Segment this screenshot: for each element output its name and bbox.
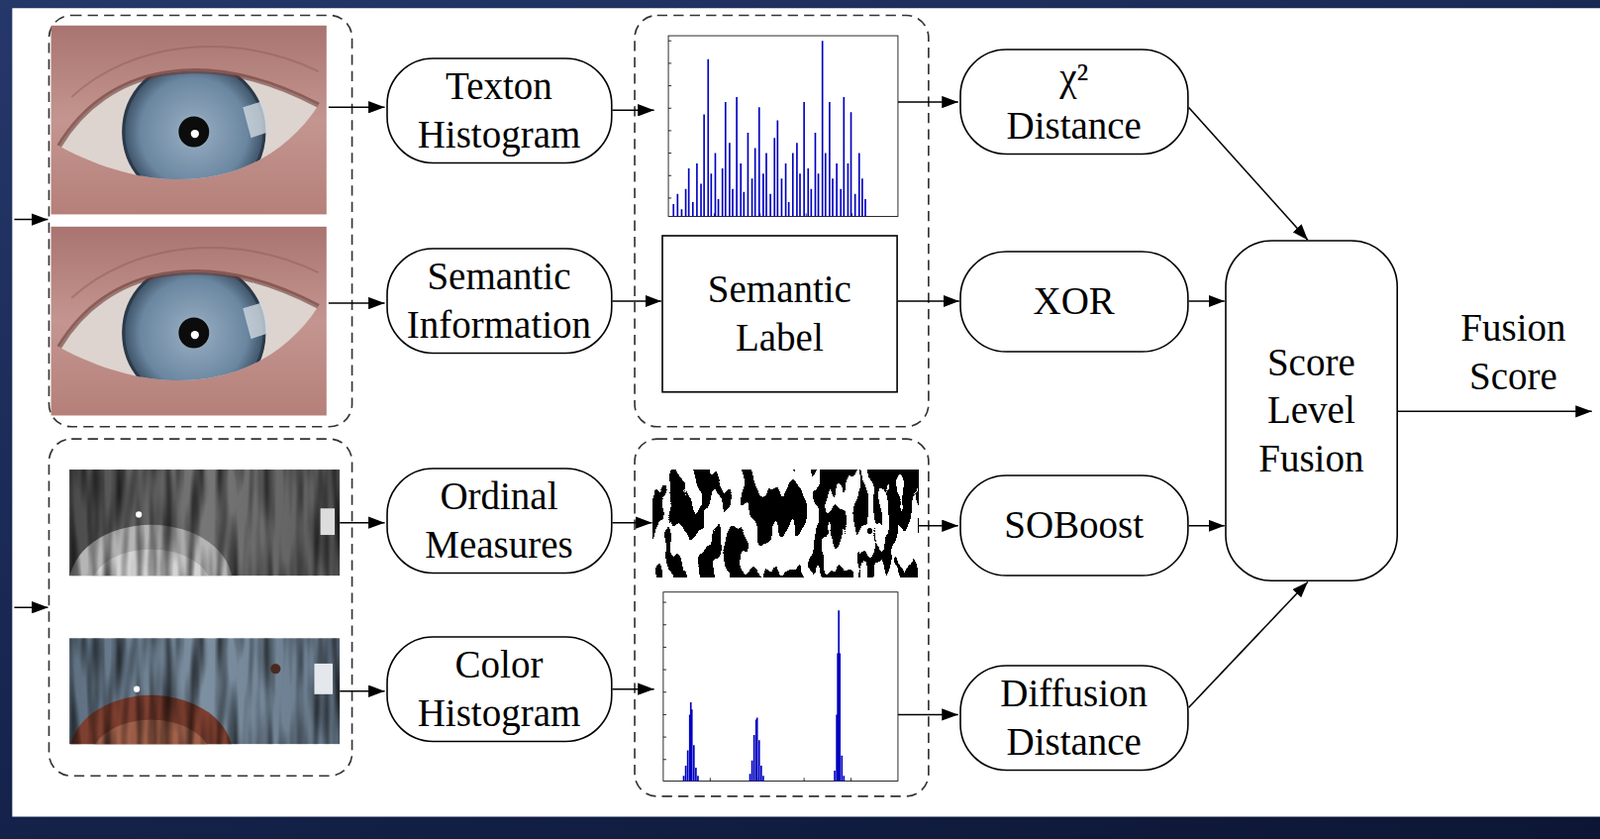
white-panel — [11, 7, 1600, 816]
box-text: Semantic Label — [685, 265, 874, 363]
matcher-box: Diffusion Distance — [959, 664, 1190, 772]
matcher-box: XOR — [959, 250, 1190, 353]
box-label: Ordinal Measures — [404, 472, 594, 570]
eye-photo — [51, 226, 327, 416]
normalized-iris-color — [69, 637, 340, 744]
flow-arrow — [611, 688, 654, 691]
flow-arrow — [611, 109, 654, 112]
flow-arrow — [611, 521, 652, 524]
feature-box: Semantic Information — [386, 247, 613, 355]
box-label: Semantic Information — [404, 252, 594, 350]
matcher-box: SOBoost — [959, 474, 1190, 577]
box-text: Diffusion Distance — [980, 669, 1169, 767]
box-border — [960, 251, 1189, 352]
connector-arrow — [898, 300, 960, 302]
ordinal-code-image — [653, 469, 919, 577]
flow-arrow — [339, 521, 385, 524]
box-border — [387, 58, 612, 164]
box-text: SOBoost — [980, 500, 1169, 550]
box-border — [387, 468, 612, 574]
eye-photo — [51, 25, 327, 215]
flow-arrow — [328, 105, 386, 108]
connector-arrow — [1189, 300, 1225, 302]
dashed-group — [634, 14, 929, 426]
box-text: Semantic Information — [404, 252, 594, 350]
box-text: XOR — [980, 277, 1169, 326]
connector-arrow — [1189, 581, 1308, 707]
box-text: Ordinal Measures — [404, 472, 594, 570]
box-border — [662, 235, 898, 393]
box-border — [387, 248, 612, 354]
box-label: SOBoost — [980, 500, 1169, 550]
box-label: Diffusion Distance — [980, 669, 1169, 767]
box-border — [960, 49, 1189, 155]
box-border — [960, 665, 1189, 771]
dashed-group — [48, 14, 352, 426]
connector-arrow — [611, 300, 661, 302]
label-box: Semantic Label — [661, 234, 899, 394]
box-text: Score Level Fusion — [1246, 338, 1376, 484]
input-arrow — [13, 605, 48, 608]
box-border — [1225, 240, 1398, 581]
connector-arrow — [1189, 106, 1308, 240]
flow-arrow — [898, 713, 959, 716]
box-label: XOR — [980, 277, 1169, 326]
box-label: Color Histogram — [404, 640, 594, 738]
box-label: Texton Histogram — [404, 62, 594, 160]
fusion-box: Score Level Fusion — [1224, 239, 1399, 582]
output-label: Fusion Score — [1448, 303, 1578, 401]
flow-arrow — [898, 100, 959, 103]
input-arrow — [13, 218, 48, 221]
box-text: Color Histogram — [404, 640, 594, 738]
box-text: Texton Histogram — [404, 62, 594, 160]
box-label: Score Level Fusion — [1246, 338, 1376, 484]
texton-histogram-plot — [668, 35, 899, 216]
output-arrow — [1398, 410, 1593, 413]
dashed-group — [48, 438, 352, 776]
box-border — [960, 475, 1189, 576]
dashed-group — [634, 438, 929, 797]
flow-arrow — [918, 524, 959, 527]
matcher-box: χ² Distance — [959, 48, 1190, 156]
box-label: χ² Distance — [992, 53, 1156, 151]
flow-arrow — [339, 690, 385, 693]
connector-arrow — [1189, 524, 1225, 527]
normalized-iris-gray — [69, 469, 340, 576]
feature-box: Texton Histogram — [386, 57, 613, 165]
box-outline — [661, 234, 899, 394]
dashed-groups — [48, 14, 928, 796]
feature-box: Ordinal Measures — [386, 467, 613, 575]
flow-arrow — [328, 301, 386, 304]
color-histogram-plot — [663, 592, 899, 782]
box-label: Semantic Label — [685, 265, 874, 363]
feature-box: Color Histogram — [386, 635, 613, 743]
flow-arrows — [13, 101, 1592, 714]
box-border — [387, 636, 612, 742]
box-text: χ² Distance — [992, 53, 1156, 151]
